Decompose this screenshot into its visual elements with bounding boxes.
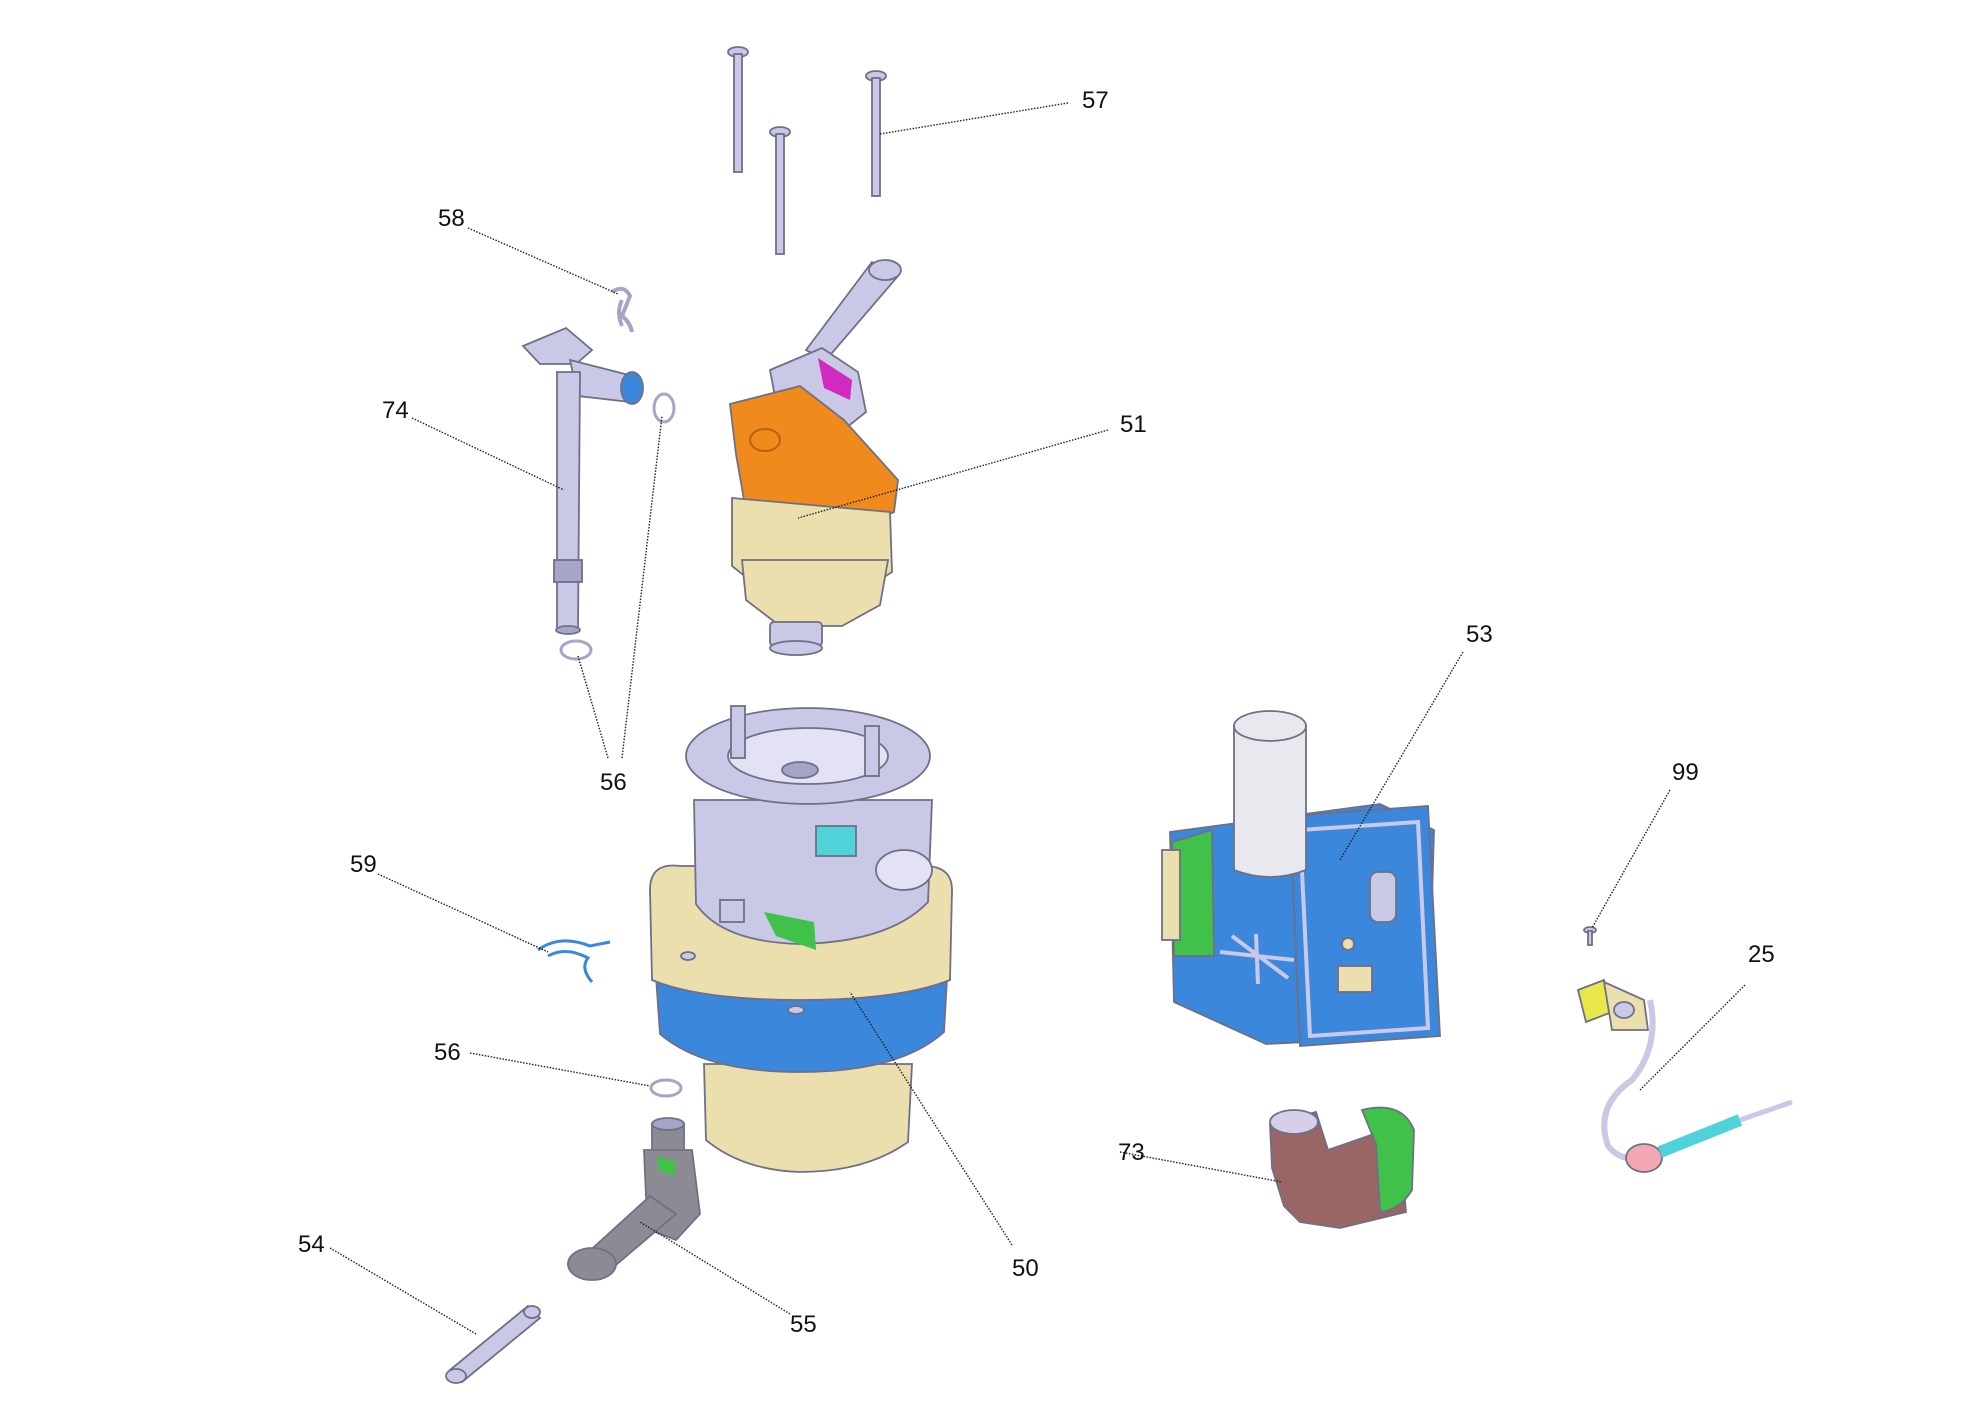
callout-25: 25: [1748, 941, 1775, 968]
part-56-o-ring-lower: [649, 1078, 683, 1098]
part-58-clip: [610, 286, 634, 333]
callout-54: 54: [298, 1231, 325, 1258]
callout-56-upper: 56: [600, 769, 627, 796]
callout-55: 55: [790, 1311, 817, 1338]
part-54-connector-pin: [445, 1304, 542, 1384]
callout-99: 99: [1672, 759, 1699, 786]
part-57-screws: [727, 46, 887, 255]
part-51-pump-head: [729, 259, 902, 656]
callout-73: 73: [1118, 1139, 1145, 1166]
screw: [865, 70, 887, 197]
callout-50: 50: [1012, 1255, 1039, 1282]
callout-57: 57: [1082, 87, 1109, 114]
part-73-elbow-fitting: [1269, 1106, 1415, 1229]
screw: [727, 46, 749, 173]
callout-59: 59: [350, 851, 377, 878]
screw: [769, 126, 791, 255]
part-99-screw: [1583, 926, 1597, 946]
callout-74: 74: [382, 397, 409, 424]
part-59-wire-clip: [537, 939, 611, 983]
part-53-control-module: [1161, 710, 1441, 1047]
part-56-o-ring-pipe: [559, 639, 593, 661]
leader-lines: [329, 102, 1746, 1335]
part-74-pipe: [521, 326, 644, 635]
callout-53: 53: [1466, 621, 1493, 648]
part-50-pump-housing: [649, 705, 953, 1173]
callout-56-lower: 56: [434, 1039, 461, 1066]
callout-58: 58: [438, 205, 465, 232]
part-25-sensor-cable: [1576, 978, 1793, 1173]
part-56-o-ring-upper: [652, 392, 676, 424]
part-55-outlet-elbow: [567, 1117, 701, 1281]
callout-labels: 57 58 74 51 53 56 99 59 25 56 73 50 54 5…: [298, 87, 1775, 1338]
callout-51: 51: [1120, 411, 1147, 438]
